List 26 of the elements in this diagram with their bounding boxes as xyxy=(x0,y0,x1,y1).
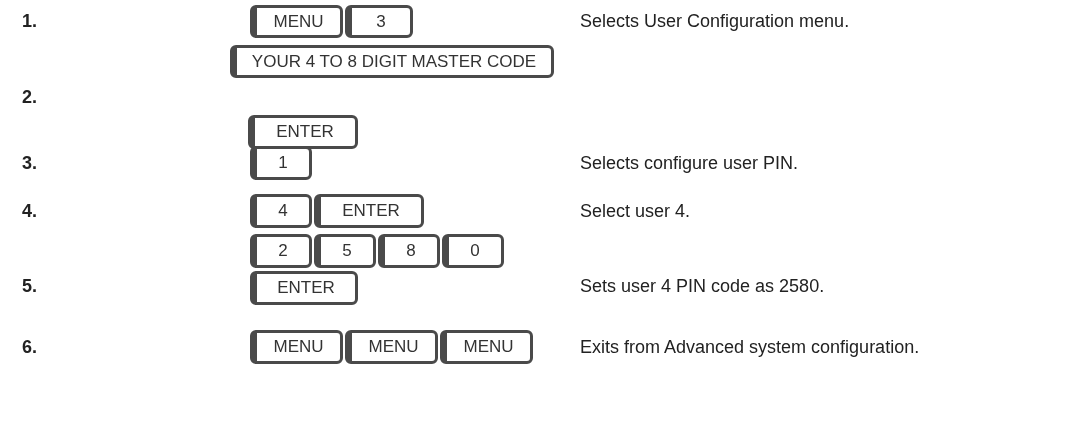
instruction-text: Sets user 4 PIN code as 2580. xyxy=(580,275,825,297)
keypad-key: 2 xyxy=(250,234,312,268)
keypad-key: ENTER xyxy=(314,194,424,228)
keypad-key: ENTER xyxy=(250,271,358,305)
keypad-key: MENU xyxy=(250,5,343,38)
keypad-key: MENU xyxy=(250,330,343,364)
step-number: 4. xyxy=(22,200,37,222)
keypad-key: 1 xyxy=(250,146,312,180)
instruction-text: Selects configure user PIN. xyxy=(580,152,799,174)
instruction-text: Exits from Advanced system configuration. xyxy=(580,336,920,358)
keypad-key: 3 xyxy=(345,5,413,38)
instruction-text: Select user 4. xyxy=(580,200,691,222)
keypad-key: YOUR 4 TO 8 DIGIT MASTER CODE xyxy=(230,45,554,78)
instruction-text: Selects User Configuration menu. xyxy=(580,10,850,32)
keypad-key: 8 xyxy=(378,234,440,268)
step-number: 5. xyxy=(22,275,37,297)
step-number: 2. xyxy=(22,86,37,108)
step-number: 1. xyxy=(22,10,37,32)
step-number: 3. xyxy=(22,152,37,174)
step-number: 6. xyxy=(22,336,37,358)
keypad-key: ENTER xyxy=(248,115,358,149)
keypad-key: 5 xyxy=(314,234,376,268)
keypad-key: 0 xyxy=(442,234,504,268)
keypad-key: 4 xyxy=(250,194,312,228)
keypad-key: MENU xyxy=(345,330,438,364)
keypad-key: MENU xyxy=(440,330,533,364)
